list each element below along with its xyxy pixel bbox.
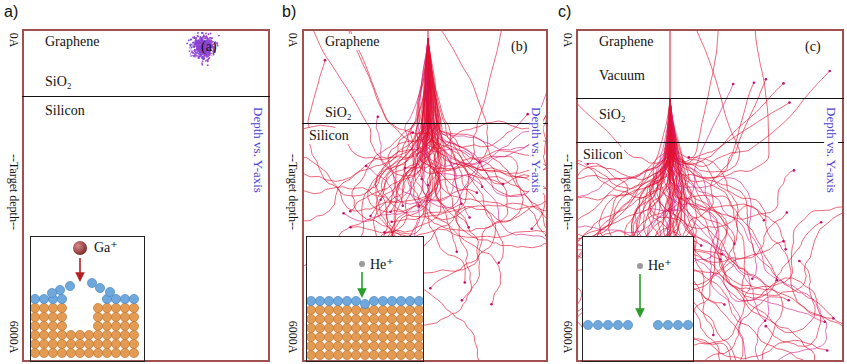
- layer-name: Graphene: [598, 34, 654, 50]
- layer-band: Graphene: [576, 29, 844, 61]
- axis-title: --Target depth--: [560, 154, 573, 230]
- plot-panel: (b) GrapheneSiO₂ SiliconHe⁺: [302, 29, 548, 362]
- layer-name: SiO₂: [598, 107, 627, 123]
- plot-panel: (c) GrapheneVacuumSiO₂ SiliconHe⁺: [576, 29, 844, 362]
- layer-band: Vacuum: [576, 61, 844, 99]
- layer-band: SiO₂: [302, 89, 548, 124]
- layer-name: Silicon: [582, 147, 624, 163]
- inset-box: He⁺: [582, 236, 694, 362]
- plot-legend-title: Depth vs. Y-axis: [529, 107, 543, 193]
- layer-band: Silicon: [302, 124, 548, 362]
- panel-letter: c): [558, 3, 571, 21]
- inset-grounds: [30, 236, 694, 362]
- panel-letter: b): [282, 3, 296, 21]
- layer-name: Vacuum: [598, 68, 646, 84]
- layer-band: Graphene: [22, 29, 270, 67]
- ion-label: He⁺: [647, 258, 673, 274]
- plot-panel: (a) GrapheneSiO₂ SiliconGa⁺: [22, 29, 270, 362]
- plot-legend-title: Depth vs. Y-axis: [824, 107, 838, 193]
- panel-letter: a): [4, 3, 18, 21]
- inset-box: He⁺: [306, 236, 424, 362]
- axis-tick: 0A: [285, 33, 298, 48]
- ion-label: He⁺: [369, 257, 395, 273]
- layer-name: Graphene: [44, 34, 100, 50]
- layer-name: SiO₂: [44, 74, 73, 90]
- axis-tick: 6000A: [560, 321, 573, 354]
- ion-beam-symbols: [73, 241, 643, 316]
- panel-tag: (c): [804, 39, 822, 55]
- plot-legend-title: Depth vs. Y-axis: [251, 107, 265, 193]
- axis-tick: 0A: [6, 33, 19, 48]
- layer-name: SiO₂: [324, 105, 353, 121]
- layer-band: Silicon: [22, 97, 270, 362]
- layer-name: Silicon: [44, 103, 86, 119]
- axis-tick: 6000A: [285, 321, 298, 354]
- ion-label: Ga⁺: [93, 240, 119, 256]
- axis-tick: 0A: [560, 33, 573, 48]
- ion-cloud: [186, 32, 220, 66]
- panel-tag: (a): [200, 39, 218, 55]
- layer-band: SiO₂: [22, 67, 270, 97]
- axis-tick: 6000A: [6, 321, 19, 354]
- axis-title: --Target depth--: [6, 154, 19, 230]
- layer-band: SiO₂: [576, 99, 844, 143]
- inset-box: Ga⁺: [30, 236, 145, 362]
- layer-band: Graphene: [302, 29, 548, 89]
- layer-name: Silicon: [308, 128, 350, 144]
- axis-title: --Target depth--: [285, 154, 298, 230]
- layer-name: Graphene: [324, 34, 380, 50]
- panel-tag: (b): [510, 39, 528, 55]
- ion-trajectories: [304, 31, 546, 360]
- layer-band: Silicon: [576, 143, 844, 362]
- ion-trajectories: [578, 31, 842, 360]
